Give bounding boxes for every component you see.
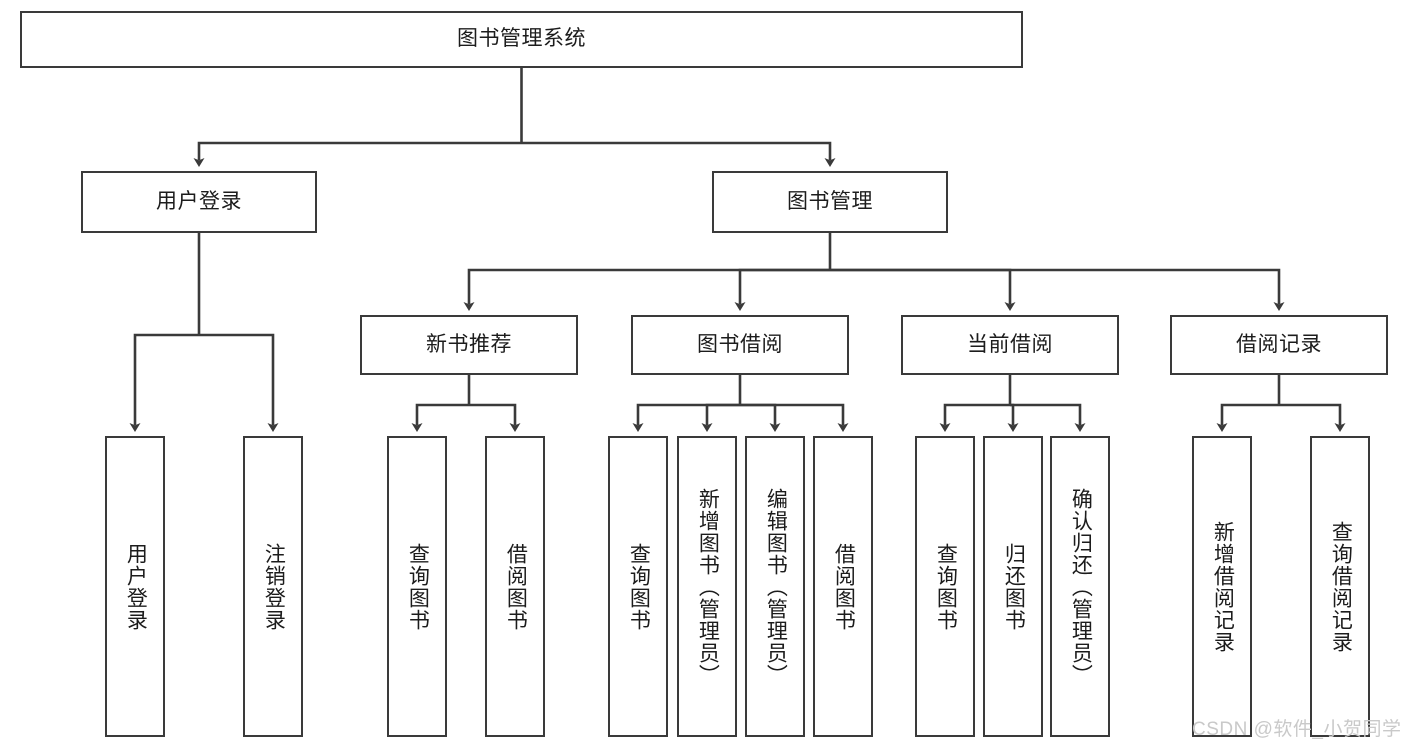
node-leaf-query-record[interactable]: 查询借阅记录: [1310, 436, 1370, 737]
node-leaf-logout[interactable]: 注销登录: [243, 436, 303, 737]
node-book-management[interactable]: 图书管理: [712, 171, 948, 233]
node-label: 查询借阅记录: [1329, 520, 1353, 653]
node-label: 查询图书: [934, 542, 958, 631]
node-leaf-query-book-2[interactable]: 查询图书: [608, 436, 668, 737]
node-leaf-query-book-1[interactable]: 查询图书: [387, 436, 447, 737]
node-root[interactable]: 图书管理系统: [20, 11, 1023, 68]
node-leaf-add-record[interactable]: 新增借阅记录: [1192, 436, 1252, 737]
node-label: 新增借阅记录: [1211, 520, 1235, 653]
csdn-watermark: CSDN @软件_小贺同学: [1192, 719, 1402, 740]
node-book-borrow[interactable]: 图书借阅: [631, 315, 849, 375]
node-user-login[interactable]: 用户登录: [81, 171, 317, 233]
node-label: 用户登录: [156, 189, 242, 213]
node-label: 图书管理系统: [457, 27, 586, 51]
node-label: 注销登录: [262, 542, 286, 631]
node-label: 借阅图书: [832, 542, 856, 631]
node-label: 确认归还（管理员）: [1069, 487, 1093, 686]
node-label: 归还图书: [1002, 542, 1026, 631]
node-label: 新增图书（管理员）: [696, 487, 720, 686]
node-leaf-add-book[interactable]: 新增图书（管理员）: [677, 436, 737, 737]
node-label: 借阅记录: [1236, 332, 1322, 356]
node-leaf-borrow-book-1[interactable]: 借阅图书: [485, 436, 545, 737]
node-new-book-recommend[interactable]: 新书推荐: [360, 315, 578, 375]
node-label: 图书借阅: [697, 332, 783, 356]
node-label: 查询图书: [406, 542, 430, 631]
node-borrow-record[interactable]: 借阅记录: [1170, 315, 1388, 375]
node-label: 借阅图书: [504, 542, 528, 631]
node-leaf-borrow-book-2[interactable]: 借阅图书: [813, 436, 873, 737]
node-leaf-user-login[interactable]: 用户登录: [105, 436, 165, 737]
node-leaf-confirm-return[interactable]: 确认归还（管理员）: [1050, 436, 1110, 737]
node-label: 当前借阅: [967, 332, 1053, 356]
node-leaf-return-book[interactable]: 归还图书: [983, 436, 1043, 737]
node-label: 编辑图书（管理员）: [764, 487, 788, 686]
node-label: 用户登录: [124, 542, 148, 631]
node-leaf-query-book-3[interactable]: 查询图书: [915, 436, 975, 737]
node-leaf-edit-book[interactable]: 编辑图书（管理员）: [745, 436, 805, 737]
node-current-borrow[interactable]: 当前借阅: [901, 315, 1119, 375]
node-label: 查询图书: [627, 542, 651, 631]
node-label: 新书推荐: [426, 332, 512, 356]
node-label: 图书管理: [787, 189, 873, 213]
